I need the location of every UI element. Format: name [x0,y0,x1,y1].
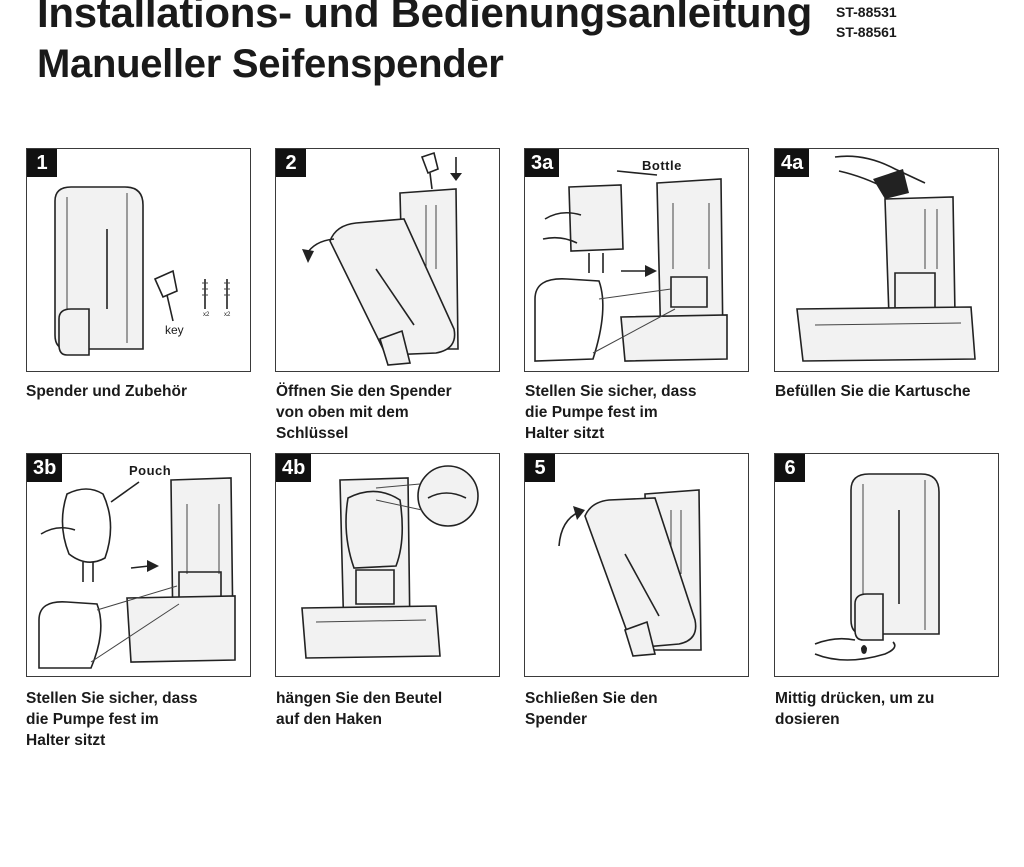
bottle-label: Bottle [642,158,682,173]
insert-pouch-illustration [38,477,236,669]
step-badge: 3b [27,454,63,482]
step-4a-caption: Befüllen Sie die Kartusche [775,383,971,400]
hang-pouch-illustration [301,465,479,659]
step-3a-caption: Stellen Sie sicher, dass die Pumpe fest … [525,383,697,442]
insert-bottle-illustration [534,170,728,362]
step-6-caption: Mittig drücken, um zu dosieren [775,690,935,728]
step-4b-panel: 4b [275,453,500,677]
anchor-quantity-label: x2 [224,312,231,318]
step-3b-panel: 3b Pouch [26,453,251,677]
document-title-line2: Manueller Seifenspender [37,42,504,86]
dispenser-illustration [54,186,230,356]
step-badge: 6 [775,454,805,482]
step-5-caption: Schließen Sie den Spender [525,690,658,728]
step-3b-caption: Stellen Sie sicher, dass die Pumpe fest … [26,690,198,749]
screw-quantity-label: x2 [203,312,210,318]
step-2-caption: Öffnen Sie den Spender von oben mit dem … [276,383,452,442]
key-label: key [165,323,184,337]
step-badge: 2 [276,149,306,177]
step-5-panel: 5 [524,453,749,677]
step-6-panel: 6 [774,453,999,677]
step-1-caption: Spender und Zubehör [26,383,188,400]
step-4a-panel: 4a [774,148,999,372]
close-dispenser-illustration [558,489,702,657]
model-numbers: ST-88531 ST-88561 [836,2,897,42]
model-number-2: ST-88561 [836,24,897,40]
step-badge: 3a [525,149,560,177]
step-badge: 1 [27,149,57,177]
model-number-1: ST-88531 [836,4,897,20]
fill-cartridge-illustration [796,155,976,362]
step-badge: 5 [525,454,555,482]
open-dispenser-illustration [302,151,462,366]
step-3a-panel: 3a Bottle [524,148,749,372]
step-badge: 4b [276,454,312,482]
step-2-panel: 2 [275,148,500,372]
dispense-soap-illustration [814,473,940,661]
pouch-label: Pouch [129,463,172,478]
document-title-line1: Installations- und Bedienungsanleitung [37,0,812,36]
step-4b-caption: hängen Sie den Beutel auf den Haken [276,690,443,728]
step-1-panel: 1 key x2 x2 [26,148,251,372]
step-badge: 4a [775,149,810,177]
